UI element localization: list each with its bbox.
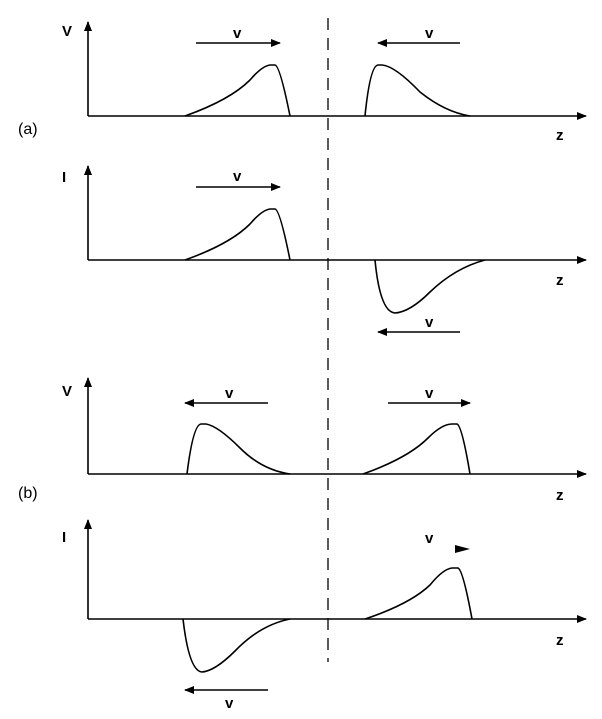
voltage-pulse-right-moving [362,423,471,475]
voltage-pulse-left-moving [364,64,471,117]
x-axis-label: z [556,272,564,289]
voltage-pulse-right-moving [184,64,291,117]
velocity-label: v [425,314,434,331]
panel-b-current: I z v v [62,519,587,712]
panel-a-voltage: V z (a) v v [18,21,587,144]
velocity-label: v [225,385,234,402]
current-pulse-positive [184,208,291,261]
y-axis-label: I [62,529,66,546]
panel-a-current: I z v v [62,165,587,336]
voltage-pulse-left-moving [186,423,291,475]
velocity-label: v [233,25,242,42]
x-axis-label: z [556,632,564,649]
velocity-label: v [425,385,434,402]
x-axis-label: z [556,487,564,504]
current-pulse-negative [182,618,291,673]
velocity-arrow-right [455,545,470,553]
velocity-label: v [225,695,234,712]
x-axis-label: z [556,127,564,144]
y-axis-label: V [62,383,72,400]
group-label: (a) [18,121,38,138]
velocity-label: v [425,25,434,42]
velocity-label: v [425,530,434,547]
current-pulse-positive [364,567,473,620]
group-label: (b) [18,485,38,502]
velocity-label: v [233,168,242,185]
panel-b-voltage: V (b) z v v [18,377,587,504]
current-pulse-negative [374,259,486,314]
y-axis-label: V [62,23,72,40]
y-axis-label: I [62,169,66,186]
